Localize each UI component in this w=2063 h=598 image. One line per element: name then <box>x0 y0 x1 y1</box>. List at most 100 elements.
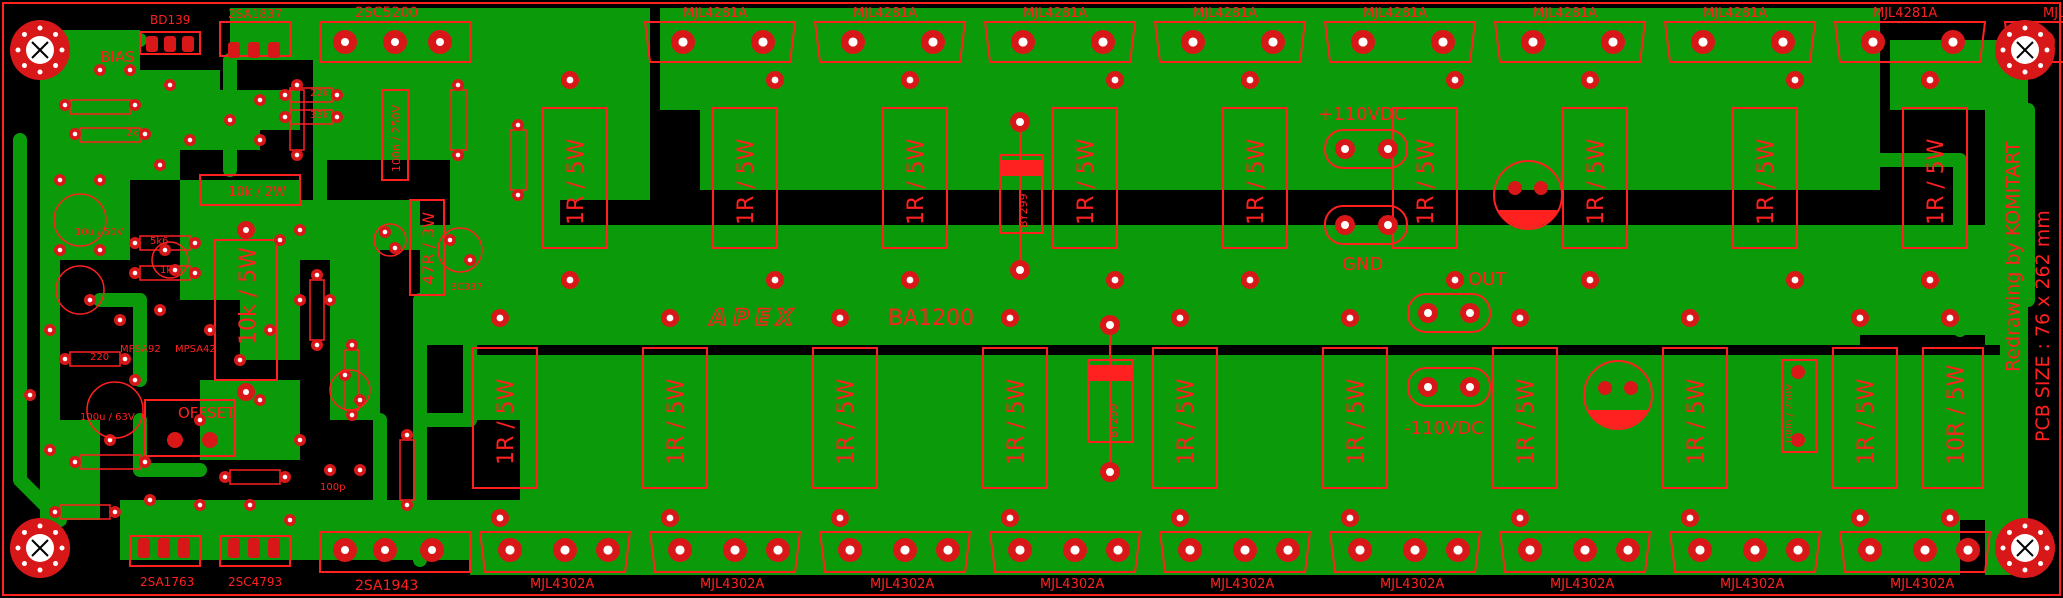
drill-hole <box>297 437 303 443</box>
transistor-outline <box>648 531 802 573</box>
drill-hole <box>1006 514 1014 522</box>
drill-hole <box>247 502 253 508</box>
drill-hole <box>1451 276 1459 284</box>
emitter-resistor-top: 1R / 5W <box>542 71 608 289</box>
drill-hole <box>560 545 570 555</box>
via <box>37 523 43 529</box>
via <box>21 529 27 535</box>
via <box>2044 545 2050 551</box>
power-transistor-top: MJL4281A <box>643 6 797 63</box>
drill-hole <box>1346 314 1354 322</box>
resistor-body <box>1732 107 1798 249</box>
transistor-bottom-label: MJL4302A <box>1040 577 1104 592</box>
drill-hole <box>87 297 93 303</box>
diode-top-label: BY299 <box>1017 193 1030 228</box>
via <box>2038 31 2044 37</box>
terminal-plus-110: +110VDC <box>1318 104 1408 169</box>
small-bottom-b-label: 2SC4793 <box>228 575 282 589</box>
resistor-top-label: 1R / 5W <box>1924 138 1949 225</box>
diode-bottom: BY299 <box>1087 315 1133 482</box>
transistor-top-label: MJL4281A <box>1363 6 1427 21</box>
drill-hole <box>282 474 288 480</box>
via <box>2022 567 2028 573</box>
drill-hole <box>57 177 63 183</box>
drill-hole <box>97 67 103 73</box>
drill-hole <box>1015 545 1025 555</box>
power-transistor-bottom: MJL4302A <box>1158 531 1312 592</box>
drill-hole <box>187 137 193 143</box>
emitter-resistor-top: 1R / 5W <box>712 71 784 289</box>
emitter-resistor-bottom: 1R / 5W <box>1492 309 1558 527</box>
drill-hole <box>297 227 303 233</box>
drill-hole <box>505 545 515 555</box>
transistor-bottom-label: MJL4302A <box>870 577 934 592</box>
drill-hole <box>1410 545 1420 555</box>
drill-hole <box>773 545 783 555</box>
power-transistor-top: MJL4281A <box>1833 6 1987 63</box>
drill-hole <box>603 545 613 555</box>
resistor-10k-5w-label: 10k / 5W <box>236 247 261 345</box>
diode-bottom-label: BY299 <box>1107 403 1120 438</box>
drill-hole <box>845 545 855 555</box>
transistor-outline <box>1493 21 1647 63</box>
drill-hole <box>157 307 163 313</box>
via <box>37 567 43 573</box>
resistor-top-label: 1R / 5W <box>1584 138 1609 225</box>
cross-mark <box>2016 539 2034 557</box>
transistor-bottom-label: MJL4302A <box>700 577 764 592</box>
drill-hole <box>1453 545 1463 555</box>
resistor-bottom-label: 1R / 5W <box>1004 378 1029 465</box>
drill-hole <box>1695 545 1705 555</box>
drill-hole <box>237 357 243 363</box>
drill-hole <box>172 267 178 273</box>
drill-hole <box>1868 37 1878 47</box>
drill-hole <box>1686 514 1694 522</box>
resistor-bottom-label: 1R / 5W <box>1684 378 1709 465</box>
cap-100n-250v: 100n / 250V <box>381 89 409 181</box>
resistor-bottom-label: 1R / 5W <box>664 378 689 465</box>
drill-hole <box>47 327 53 333</box>
drill-hole <box>132 240 138 246</box>
via <box>2038 529 2044 535</box>
brand-label: APEX <box>708 306 799 331</box>
small-transistor-top-a: BD139 <box>139 13 201 55</box>
drill-hole <box>222 474 228 480</box>
resistor-top-label: 1R / 5W <box>904 138 929 225</box>
drill-hole <box>1791 76 1799 84</box>
resistor-top-label: 1R / 5W <box>1754 138 1779 225</box>
emitter-resistor-bottom: 1R / 5W <box>472 309 538 527</box>
cross-mark <box>2016 41 2034 59</box>
drill-hole <box>122 356 128 362</box>
drill-hole <box>1098 37 1108 47</box>
drill-hole <box>467 257 473 263</box>
drill-hole <box>1926 76 1934 84</box>
transistor-bottom-label: MJL4302A <box>1550 577 1614 592</box>
drill-hole <box>267 327 273 333</box>
power-transistor-top: MJL4281A <box>1153 6 1307 63</box>
drill-hole <box>496 514 504 522</box>
drill-hole <box>327 297 333 303</box>
drill-hole <box>314 342 320 348</box>
drill-hole <box>1580 545 1590 555</box>
drill-hole <box>1791 276 1799 284</box>
drill-hole <box>1018 37 1028 47</box>
resistor-47r-label: 47R / 3W <box>419 212 438 285</box>
drill-hole <box>1176 514 1184 522</box>
mounting-hole <box>10 20 70 80</box>
drill-hole <box>294 82 300 88</box>
bottom-transistor-row: MJL4302A MJL4302A MJL4302A MJL4302A MJL4302A… <box>478 531 1992 592</box>
drill-hole <box>1188 37 1198 47</box>
resistor-body <box>1052 107 1118 249</box>
cap-100n-label: 100n / 250V <box>390 104 403 172</box>
transistor-bottom-label: MJL4302A <box>530 577 594 592</box>
resistor-body <box>1492 347 1558 489</box>
small-top-a-label: BD139 <box>150 13 190 27</box>
drill-hole <box>730 545 740 555</box>
resistor-body <box>1392 107 1458 249</box>
drill-hole <box>675 545 685 555</box>
drill-hole <box>97 177 103 183</box>
mounting-holes <box>10 20 2055 578</box>
terminal-out: OUT <box>1407 269 1507 333</box>
drill-hole <box>666 314 674 322</box>
small-pads <box>24 64 524 526</box>
